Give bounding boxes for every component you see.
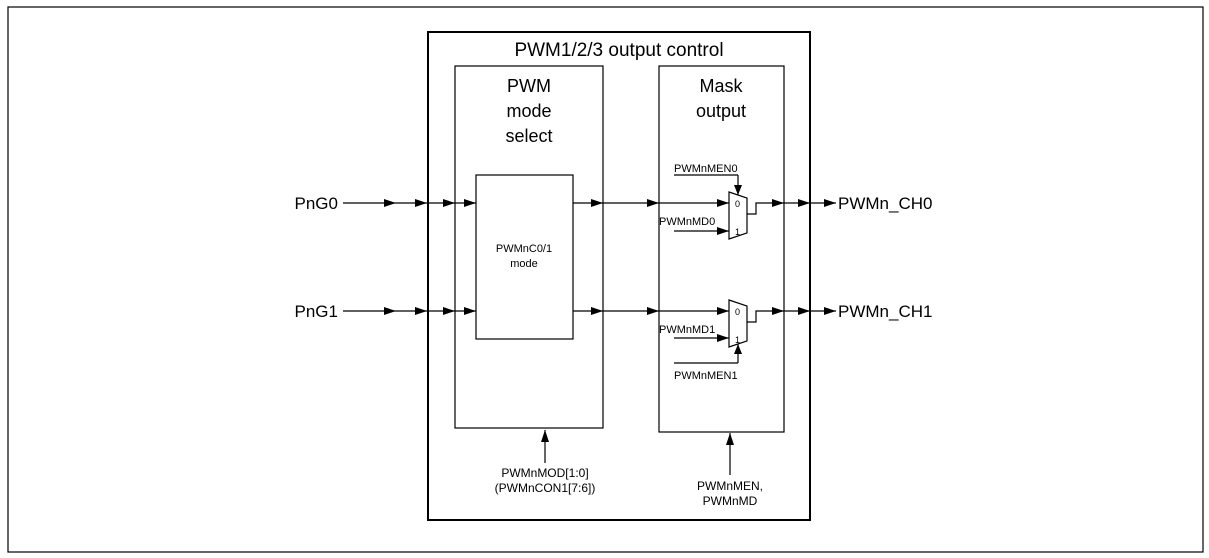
arrow-mux0-data	[717, 227, 729, 235]
mask-output-label-1: Mask	[699, 76, 743, 96]
mode-select-label-1: PWM	[507, 76, 551, 96]
mode-control-label-1: PWMnMOD[1:0]	[501, 466, 588, 480]
input-label-png0: PnG0	[295, 194, 338, 213]
mux0	[728, 191, 748, 240]
arrow-png0-b	[415, 199, 427, 207]
mask-output-label-2: output	[696, 101, 746, 121]
mux0-in0-label: 0	[735, 199, 740, 209]
arrow-mux1-out-a	[772, 307, 784, 315]
arrow-mux0-out-c	[824, 199, 836, 207]
arrow-mode-out1-a	[591, 307, 603, 315]
arrow-mode-out0-b	[647, 199, 659, 207]
wire-mux0-out	[747, 202, 836, 215]
mux1-in0-label: 0	[735, 307, 740, 317]
mux1	[728, 299, 748, 348]
arrow-mux0-out-b	[798, 199, 810, 207]
arrow-mux0-in0	[717, 199, 729, 207]
mux0-data-label: PWMnMD0	[659, 216, 715, 228]
arrow-png1-b	[415, 307, 427, 315]
figure-border	[7, 6, 1204, 553]
arrow-png0-d	[464, 199, 476, 207]
arrow-png1-d	[464, 307, 476, 315]
arrow-mux1-enable	[734, 344, 742, 354]
wire-mux1-out	[747, 310, 836, 323]
mux0-enable-label: PWMnMEN0	[674, 163, 738, 175]
output-label-ch0: PWMn_CH0	[838, 194, 932, 213]
arrow-png1-c	[443, 307, 455, 315]
mode-inner-block	[475, 174, 574, 340]
arrow-mask-control	[726, 433, 734, 445]
mux1-data-label: PWMnMD1	[659, 324, 715, 336]
diagram-title: PWM1/2/3 output control	[514, 40, 723, 61]
mode-inner-label-2: mode	[510, 258, 538, 270]
arrow-mux1-in0	[717, 307, 729, 315]
mode-control-label-2: (PWMnCON1[7:6])	[495, 481, 596, 495]
mask-control-label-2: PWMnMD	[703, 494, 758, 508]
arrow-mode-control	[541, 430, 549, 442]
arrow-png0-c	[443, 199, 455, 207]
arrow-mux0-out-a	[772, 199, 784, 207]
mux1-in1-label: 1	[735, 335, 740, 345]
arrow-mux0-enable	[734, 185, 742, 195]
arrow-mux1-out-c	[824, 307, 836, 315]
input-label-png1: PnG1	[295, 302, 338, 321]
output-label-ch1: PWMn_CH1	[838, 302, 932, 321]
mask-output-block	[658, 65, 785, 433]
mux0-in1-label: 1	[735, 227, 740, 237]
arrow-mode-out0-a	[591, 199, 603, 207]
mode-select-label-2: mode	[506, 101, 551, 121]
mode-select-label-3: select	[505, 126, 552, 146]
arrow-mux1-out-b	[798, 307, 810, 315]
arrow-mux1-data	[717, 334, 729, 342]
arrow-png1-a	[384, 307, 396, 315]
mux1-enable-label: PWMnMEN1	[674, 370, 738, 382]
mode-inner-label-1: PWMnC0/1	[496, 243, 552, 255]
mask-control-label-1: PWMnMEN,	[697, 479, 763, 493]
arrow-mode-out1-b	[647, 307, 659, 315]
arrow-png0-a	[384, 199, 396, 207]
